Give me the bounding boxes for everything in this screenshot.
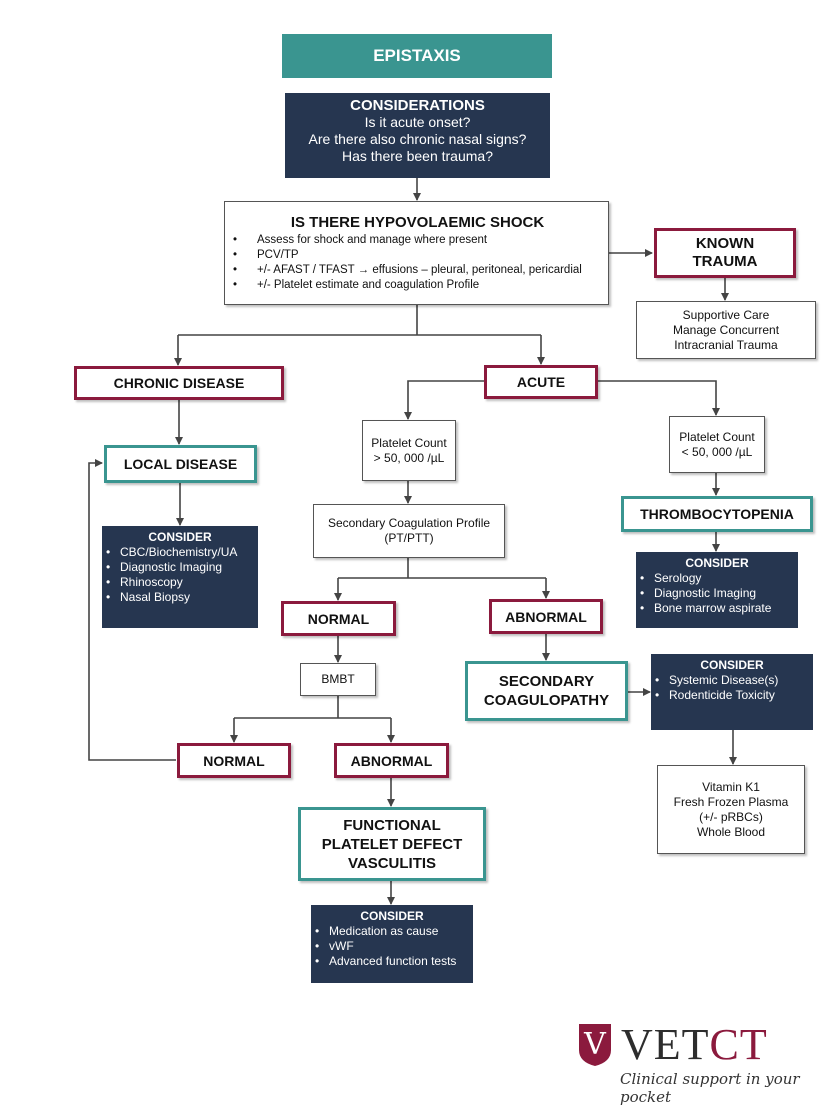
functional-line: PLATELET DEFECT [321,835,463,853]
coag-profile-box: Secondary Coagulation Profile (PT/PTT) [313,504,505,558]
thrombo-consider-list: Serology Diagnostic Imaging Bone marrow … [636,571,798,616]
normal-label-1: NORMAL [307,610,370,627]
treatment-box: Vitamin K1 Fresh Frozen Plasma (+/- pRBC… [657,765,805,854]
line-bmbt-split [234,696,391,719]
local-consider-item: CBC/Biochemistry/UA [106,545,258,560]
normal-box-2: NORMAL [177,743,291,778]
shock-item: PCV/TP [233,248,602,263]
known-trauma-label: KNOWN TRAUMA [692,235,758,270]
functional-consider-box: CONSIDER Medication as cause vWF Advance… [311,905,473,983]
functional-line: VASCULITIS [347,854,437,872]
functional-consider-item: Medication as cause [315,924,473,939]
treatment-line: Fresh Frozen Plasma [673,794,789,809]
shock-item: Assess for shock and manage where presen… [233,233,602,248]
bmbt-box: BMBT [300,663,376,696]
abnormal-label-1: ABNORMAL [505,608,587,625]
acute-label: ACUTE [516,374,566,390]
local-disease-label: LOCAL DISEASE [123,456,238,472]
treatment-line: Whole Blood [696,824,766,839]
local-disease-box: LOCAL DISEASE [104,445,257,483]
functional-line: FUNCTIONAL [343,816,441,834]
logo-brand-vet: VET [621,1020,710,1069]
local-consider-item: Rhinoscopy [106,575,258,590]
thrombo-consider-heading: CONSIDER [685,556,749,570]
secondary-coag-line: COAGULOPATHY [483,692,610,709]
treatment-line: Vitamin K1 [702,779,760,794]
coag-consider-list: Systemic Disease(s) Rodenticide Toxicity [651,673,813,703]
considerations-line: Has there been trauma? [342,148,493,164]
page-title: EPISTAXIS [373,46,461,65]
functional-consider-item: vWF [315,939,473,954]
local-consider-box: CONSIDER CBC/Biochemistry/UA Diagnostic … [102,526,258,628]
supportive-line: Supportive Care [682,307,770,322]
secondary-coagulopathy-box: SECONDARY COAGULOPATHY [465,661,628,721]
bmbt-label: BMBT [321,672,355,686]
thrombo-consider-item: Serology [640,571,798,586]
known-trauma-box: KNOWN TRAUMA [654,228,796,278]
shock-list: Assess for shock and manage where presen… [233,233,602,293]
title-box: EPISTAXIS [282,34,552,78]
coag-consider-heading: CONSIDER [700,658,764,672]
logo-mark-icon: V [579,1024,611,1066]
shock-item: +/- AFAST / TFAST → effusions – pleural,… [233,263,602,278]
coag-consider-box: CONSIDER Systemic Disease(s) Rodenticide… [651,654,813,730]
coag-profile-line: (PT/PTT) [384,531,434,545]
abnormal-box-1: ABNORMAL [489,599,603,634]
platelet-high-line: > 50, 000 /µL [373,450,445,465]
platelet-low-line: Platelet Count [679,429,755,444]
shock-box: IS THERE HYPOVOLAEMIC SHOCK Assess for s… [224,201,609,305]
logo-mark-letter: V [583,1027,607,1062]
arrow-acute-plt-high [404,380,486,420]
supportive-line: Manage Concurrent [672,322,780,337]
logo-tagline: Clinical support in your pocket [620,1070,800,1106]
functional-platelet-box: FUNCTIONAL PLATELET DEFECT VASCULITIS [298,807,486,881]
arrow-normal2-loop-local [88,459,176,761]
line-coag-split [338,558,546,579]
line-shock-split [178,305,541,336]
chronic-disease-box: CHRONIC DISEASE [74,366,284,400]
thrombocytopenia-box: THROMBOCYTOPENIA [621,496,813,532]
considerations-heading: CONSIDERATIONS [350,97,485,114]
vetct-logo: V VETCT [575,1022,825,1070]
local-consider-list: CBC/Biochemistry/UA Diagnostic Imaging R… [102,545,258,605]
thrombo-consider-item: Bone marrow aspirate [640,601,798,616]
supportive-care-box: Supportive Care Manage Concurrent Intrac… [636,301,816,359]
functional-consider-list: Medication as cause vWF Advanced functio… [311,924,473,969]
thrombo-consider-box: CONSIDER Serology Diagnostic Imaging Bon… [636,552,798,628]
local-consider-item: Diagnostic Imaging [106,560,258,575]
supportive-line: Intracranial Trauma [674,337,778,352]
platelet-high-box: Platelet Count > 50, 000 /µL [362,420,456,481]
considerations-box: CONSIDERATIONS Is it acute onset? Are th… [285,93,550,178]
shock-heading: IS THERE HYPOVOLAEMIC SHOCK [290,214,545,231]
normal-box-1: NORMAL [281,601,396,636]
logo-brand-ct: CT [709,1020,768,1069]
chronic-disease-label: CHRONIC DISEASE [113,375,245,391]
considerations-line: Is it acute onset? [364,114,471,130]
treatment-line: (+/- pRBCs) [699,809,763,824]
acute-box: ACUTE [484,365,598,399]
abnormal-box-2: ABNORMAL [334,743,449,778]
local-consider-heading: CONSIDER [148,530,212,544]
platelet-low-line: < 50, 000 /µL [681,444,753,459]
functional-consider-item: Advanced function tests [315,954,473,969]
thrombocytopenia-label: THROMBOCYTOPENIA [640,506,794,522]
considerations-line: Are there also chronic nasal signs? [308,131,527,147]
platelet-low-box: Platelet Count < 50, 000 /µL [669,416,765,473]
coag-profile-line: Secondary Coagulation Profile [327,516,491,530]
normal-label-2: NORMAL [203,752,265,769]
arrow-acute-plt-low [598,380,720,416]
local-consider-item: Nasal Biopsy [106,590,258,605]
functional-consider-heading: CONSIDER [360,909,424,923]
thrombo-consider-item: Diagnostic Imaging [640,586,798,601]
logo-wordmark: VETCT [621,1022,768,1068]
platelet-high-line: Platelet Count [371,435,447,450]
secondary-coag-line: SECONDARY [498,673,595,690]
abnormal-label-2: ABNORMAL [350,752,433,769]
shock-item: +/- Platelet estimate and coagulation Pr… [233,278,602,293]
coag-consider-item: Rodenticide Toxicity [655,688,813,703]
coag-consider-item: Systemic Disease(s) [655,673,813,688]
